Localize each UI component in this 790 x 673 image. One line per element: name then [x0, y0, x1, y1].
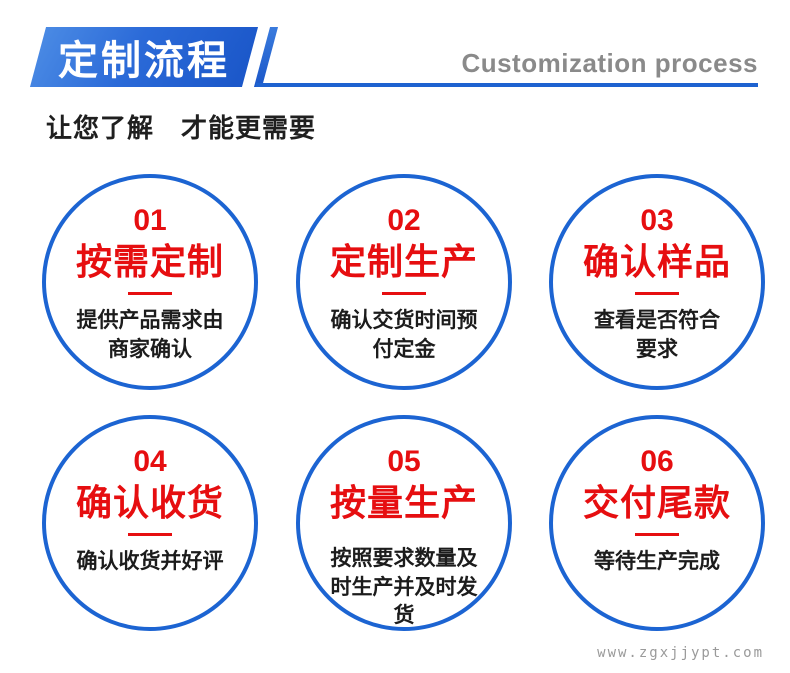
step-title: 交付尾款	[582, 481, 731, 523]
step-divider-line	[128, 533, 172, 537]
step-number: 02	[387, 204, 421, 237]
step-number: 05	[387, 445, 421, 478]
step-description: 按照要求数量及 时生产并及时发 货	[330, 547, 478, 627]
page-subtitle-english: Customization process	[461, 48, 758, 78]
step-description: 等待生产完成	[594, 550, 720, 574]
step-number: 04	[133, 445, 167, 478]
step-description: 查看是否符合 要求	[594, 309, 720, 361]
step-circle-2: 02 定制生产 确认交货时间预 付定金	[296, 174, 512, 390]
step-description: 提供产品需求由 商家确认	[76, 309, 224, 361]
step-description: 确认收货并好评	[76, 550, 224, 574]
header-slash-decoration	[253, 27, 279, 87]
step-circle-1: 01 按需定制 提供产品需求由 商家确认	[42, 174, 258, 390]
step-divider-line	[382, 292, 426, 296]
step-circle-6: 06 交付尾款 等待生产完成	[549, 415, 765, 631]
step-circle-5: 05 按量生产 按照要求数量及 时生产并及时发 货	[296, 415, 512, 631]
step-divider-line	[635, 533, 679, 537]
step-number: 06	[640, 445, 674, 478]
step-title: 确认样品	[582, 240, 731, 282]
step-circle-3: 03 确认样品 查看是否符合 要求	[549, 174, 765, 390]
step-number: 03	[640, 204, 674, 237]
tagline: 让您了解 才能更需要	[46, 113, 317, 143]
step-title: 按量生产	[329, 481, 478, 523]
step-title: 确认收货	[75, 481, 224, 523]
page-title: 定制流程	[58, 39, 230, 83]
step-divider-line	[635, 292, 679, 296]
step-number: 01	[133, 204, 167, 237]
step-circle-4: 04 确认收货 确认收货并好评	[42, 415, 258, 631]
step-title: 定制生产	[329, 240, 478, 282]
step-divider-line	[128, 292, 172, 296]
step-title: 按需定制	[75, 240, 224, 282]
header-divider-line	[256, 83, 758, 87]
step-description: 确认交货时间预 付定金	[330, 309, 478, 361]
header-banner: 定制流程	[29, 27, 259, 87]
watermark-url: www.zgxjjypt.com	[597, 645, 764, 661]
